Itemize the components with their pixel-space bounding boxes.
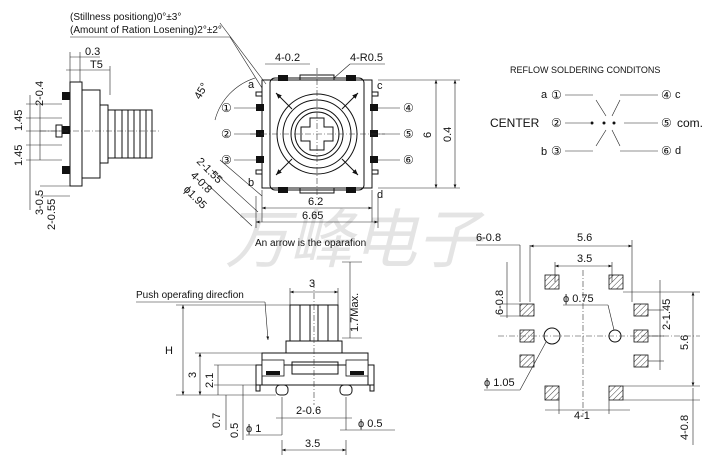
front-dim-h: H [165, 345, 173, 357]
top-angle-45: 45° [192, 81, 211, 101]
top-pin-6: ⑥ [403, 153, 414, 167]
fp-dim-2-1-45: 2-1.45 [661, 299, 673, 330]
top-dim-4-r0-5: 4-R0.5 [350, 52, 383, 64]
front-view: 3 1.7Max. Push operafing direcfion [136, 261, 395, 455]
top-dim-4-0-2: 4-0.2 [275, 52, 300, 64]
top-label-a: a [248, 79, 255, 91]
watermark-text: 万峰电子 [225, 204, 485, 278]
fp-dim-5-6v: 5.6 [679, 335, 691, 350]
reflow-pin-6: ⑥ [661, 144, 672, 158]
stillness-note: (Stillness positiong)0°±3° [70, 12, 181, 23]
reflow-title: REFLOW SOLDERING CONDITONS [510, 65, 660, 75]
top-label-b: b [248, 177, 254, 189]
push-label: Push operafing direcfion [136, 290, 244, 301]
side-dim-1-45b: 1.45 [13, 145, 25, 166]
front-dim-0-5: 0.5 [229, 423, 241, 438]
top-dim-0-4: 0.4 [442, 127, 454, 142]
front-dim-2-1: 2.1 [204, 373, 216, 388]
fp-dim-4-0-8: 4-0.8 [679, 415, 691, 440]
side-dim-t5: T5 [90, 59, 103, 71]
front-dim-3v: 3 [187, 372, 199, 378]
reflow-label-c: c [675, 89, 681, 101]
top-label-c: c [377, 80, 383, 92]
front-dim-3-5: 3.5 [305, 438, 320, 450]
reflow-pin-1: ① [551, 88, 562, 102]
top-pin-5: ⑤ [403, 127, 414, 141]
reflow-diagram: REFLOW SOLDERING CONDITONS a ① CENTER ② … [490, 65, 703, 158]
reflow-label-b: b [541, 146, 547, 158]
fp-dim-4-1: 4-1 [574, 410, 590, 422]
fp-dim-3-5: 3.5 [577, 253, 592, 265]
front-dim-2-0-6: 2-0.6 [296, 405, 321, 417]
front-dim-3: 3 [309, 278, 315, 290]
reflow-pin-3: ③ [551, 144, 562, 158]
top-dim-6: 6 [422, 132, 434, 138]
losening-note: (Amount of Ration Losening)2°±2° [70, 25, 222, 36]
reflow-com: com. [677, 116, 703, 130]
footprint-view: 6-0.8 5.6 3.5 ϕ 0.75 6-0.8 2-1.45 [476, 232, 700, 445]
fp-dim-5-6: 5.6 [577, 232, 592, 244]
top-dim-6-65: 6.65 [302, 210, 323, 222]
front-dim-phi0-5: ϕ 0.5 [358, 418, 383, 430]
side-dim-3-0-5: 3-0.5 [34, 190, 46, 215]
reflow-pin-2: ② [551, 116, 562, 130]
side-dim-1-45a: 1.45 [13, 110, 25, 131]
top-pin-2: ② [221, 127, 232, 141]
side-view: 0.3 T5 2-0.4 1.45 1.45 [13, 46, 160, 230]
fp-dim-6-0-8v: 6-0.8 [494, 290, 506, 315]
fp-dim-phi0-75: ϕ 0.75 [563, 293, 594, 305]
reflow-label-a: a [541, 89, 548, 101]
top-pin-1: ① [221, 101, 232, 115]
top-dim-6-2: 6.2 [308, 196, 323, 208]
reflow-label-d: d [675, 145, 681, 157]
top-caption: An arrow is the oparafion [255, 238, 366, 249]
top-label-d: d [377, 189, 383, 201]
reflow-center: CENTER [490, 116, 540, 130]
top-pin-4: ④ [403, 101, 414, 115]
fp-dim-phi1-05: ϕ 1.05 [484, 377, 515, 389]
side-dim-0-3: 0.3 [85, 46, 100, 58]
reflow-pin-4: ④ [661, 88, 672, 102]
reflow-pin-5: ⑤ [661, 116, 672, 130]
front-dim-0-7: 0.7 [211, 413, 223, 428]
fp-dim-6-0-8: 6-0.8 [476, 232, 501, 244]
front-dim-phi1: ϕ 1 [246, 423, 261, 435]
top-pin-3: ③ [221, 153, 232, 167]
side-dim-2-0-55: 2-0.55 [46, 199, 58, 230]
front-dim-1-7max: 1.7Max. [349, 293, 361, 332]
side-dim-2-0-4: 2-0.4 [34, 81, 46, 106]
